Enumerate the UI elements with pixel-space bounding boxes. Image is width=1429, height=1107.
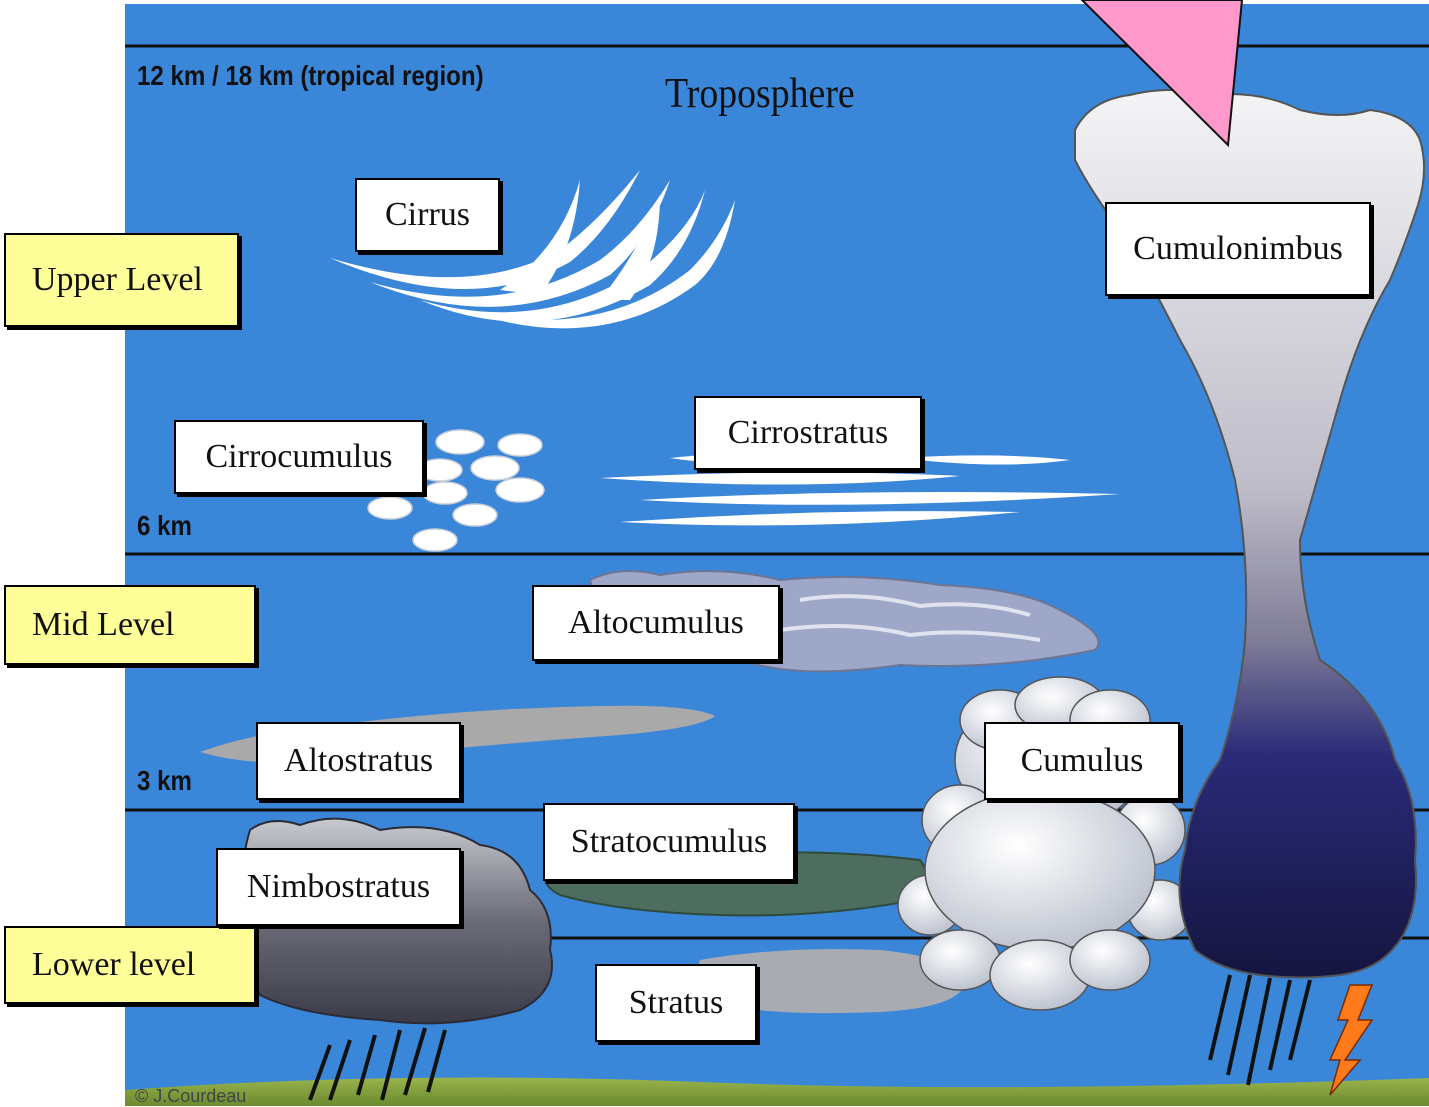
level-upper: Upper Level [4, 233, 239, 327]
label-altocumulus: Altocumulus [532, 585, 780, 661]
label-cirrocumulus: Cirrocumulus [174, 420, 424, 494]
altitude-label-top: 12 km / 18 km (tropical region) [137, 60, 484, 92]
label-cirrus: Cirrus [355, 178, 500, 252]
level-mid: Mid Level [4, 585, 256, 665]
label-cumulus: Cumulus [984, 722, 1180, 800]
image-credit: © J.Courdeau [135, 1086, 246, 1107]
diagram-title: Troposphere [665, 70, 855, 118]
label-stratocumulus: Stratocumulus [543, 803, 795, 881]
altitude-label-6km: 6 km [137, 510, 192, 542]
label-cirrostratus: Cirrostratus [694, 396, 922, 470]
level-lower: Lower level [4, 926, 256, 1004]
label-stratus: Stratus [595, 964, 757, 1042]
label-cumulonimbus: Cumulonimbus [1105, 202, 1371, 296]
altitude-label-3km: 3 km [137, 765, 192, 797]
label-nimbostratus: Nimbostratus [216, 848, 461, 926]
label-altostratus: Altostratus [256, 722, 461, 800]
